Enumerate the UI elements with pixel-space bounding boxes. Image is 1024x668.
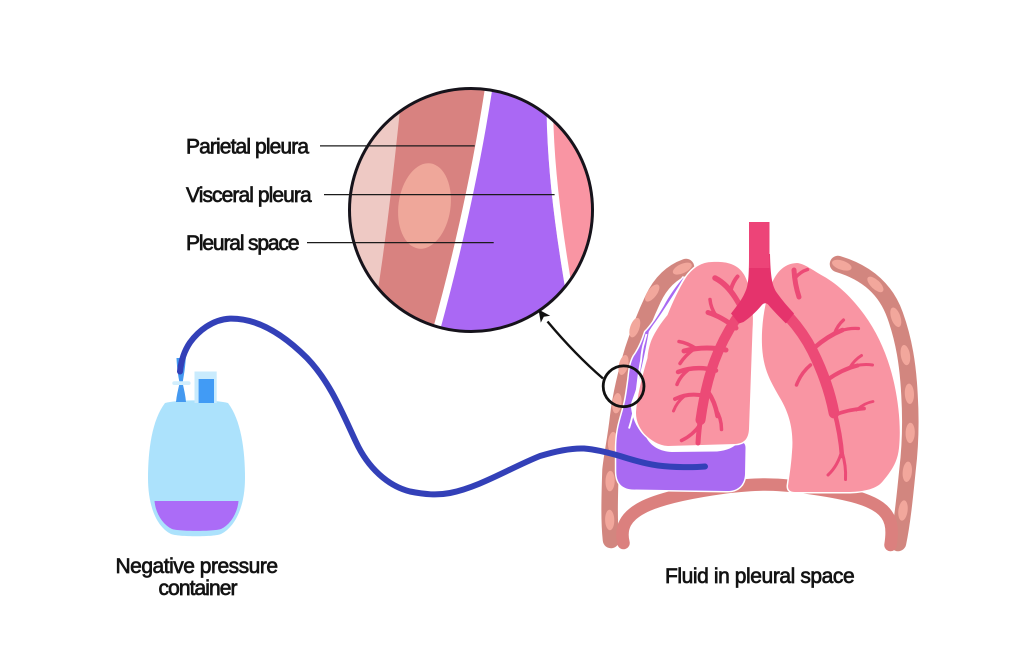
svg-text:Visceral pleura: Visceral pleura bbox=[186, 184, 312, 207]
svg-text:container: container bbox=[159, 577, 238, 600]
svg-text:Fluid in pleural space: Fluid in pleural space bbox=[665, 565, 855, 588]
svg-text:Parietal pleura: Parietal pleura bbox=[186, 136, 309, 159]
svg-text:Negative pressure: Negative pressure bbox=[116, 555, 279, 578]
svg-text:Pleural space: Pleural space bbox=[186, 232, 300, 255]
